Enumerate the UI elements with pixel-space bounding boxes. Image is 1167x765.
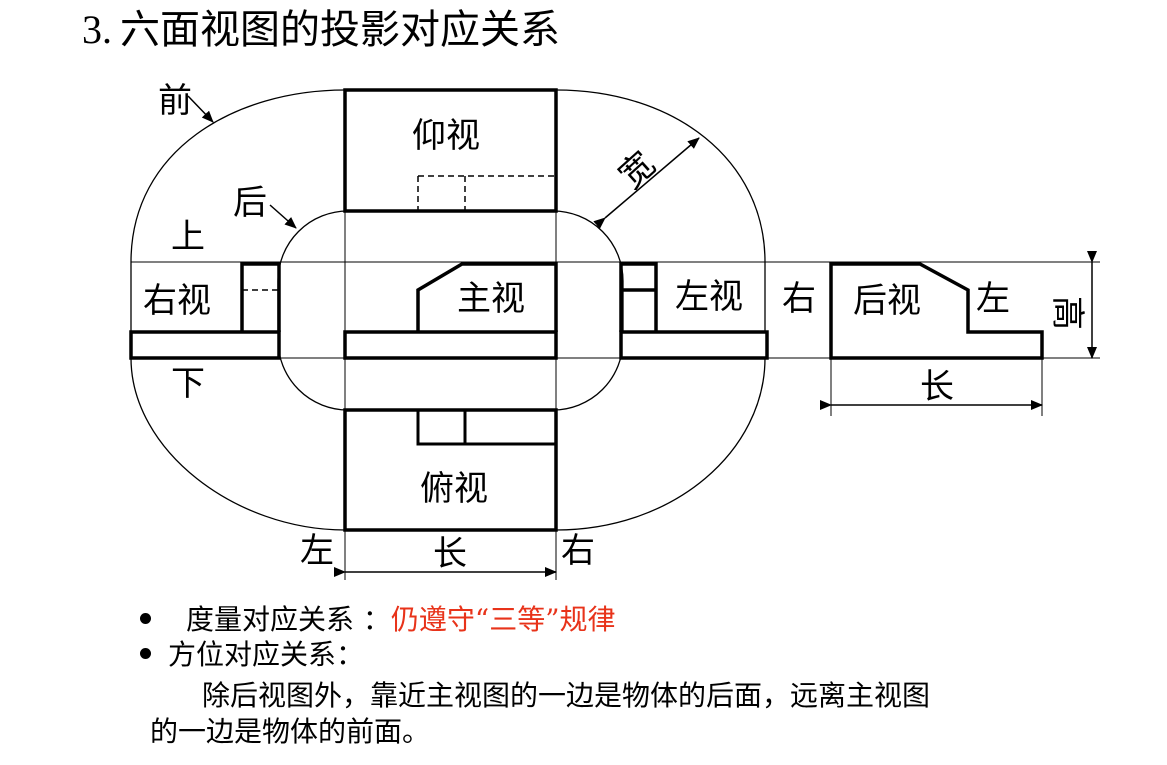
bullet-measurement-label: 度量对应关系 ： (186, 603, 391, 636)
down-label: 下 (171, 364, 205, 404)
orientation-paragraph: 除后视图外，靠近主视图的一边是物体的后面，远离主视图 的一边是物体的前面。 (150, 678, 1100, 750)
back-pointer-arrow (269, 204, 297, 229)
title-text: 六面视图的投影对应关系 (120, 7, 560, 53)
bullet-measurement: 度量对应关系 ：仍遵守“三等”规律 (140, 602, 616, 637)
right-view-shape (129, 262, 281, 360)
width-label: 宽 (611, 144, 663, 196)
left-label-back-view: 左 (976, 279, 1010, 319)
width-dimension: 宽 (593, 137, 700, 229)
bullet-dot (140, 613, 151, 624)
left-view-shape (619, 262, 769, 360)
bullet-orientation-label: 方位对应关系： (168, 638, 365, 671)
bullet-measurement-highlight: 仍遵守“三等”规律 (390, 603, 616, 636)
front-label: 前 (158, 81, 192, 121)
page-title: 3.六面视图的投影对应关系 (82, 7, 560, 53)
top-view-label: 仰视 (412, 116, 480, 156)
paragraph-line-1: 除后视图外，靠近主视图的一边是物体的后面，远离主视图 (202, 679, 931, 712)
back-label: 后 (233, 183, 267, 223)
left-view-label: 左视 (675, 277, 743, 317)
top-view-shape (343, 88, 558, 213)
bottom-view-label: 俯视 (420, 469, 488, 509)
up-label: 上 (171, 217, 205, 257)
left-label-bottom: 左 (300, 531, 334, 571)
back-view-label: 后视 (853, 281, 921, 321)
length-label-bottom: 长 (433, 534, 467, 574)
right-label-left-view: 右 (782, 279, 816, 319)
main-view-label: 主视 (457, 279, 525, 319)
main-view-shape (343, 262, 558, 360)
right-label-bottom: 右 (561, 531, 595, 571)
paragraph-line-2: 的一边是物体的前面。 (150, 714, 431, 748)
height-dimension: 高 (1047, 251, 1097, 359)
title-number: 3. (82, 7, 112, 52)
length-dimension-back: 长 (820, 358, 1043, 416)
inner-rounded-rect (277, 210, 624, 411)
six-view-diagram: 宽 长 长 高 仰视 主视 右视 左视 俯视 后视 前 后 上 下 右 左 左 … (129, 81, 1100, 580)
bottom-view-shape (343, 408, 558, 532)
length-dimension-bottom: 长 (334, 534, 557, 577)
right-view-label: 右视 (143, 281, 211, 321)
front-pointer-arrow (187, 95, 214, 123)
length-label-back: 长 (920, 367, 954, 407)
bullet-orientation: 方位对应关系： (140, 637, 616, 672)
height-label: 高 (1047, 296, 1087, 330)
bullet-list: 度量对应关系 ：仍遵守“三等”规律 方位对应关系： (140, 602, 616, 672)
back-view-shape (829, 262, 1044, 360)
bullet-dot (140, 648, 151, 659)
